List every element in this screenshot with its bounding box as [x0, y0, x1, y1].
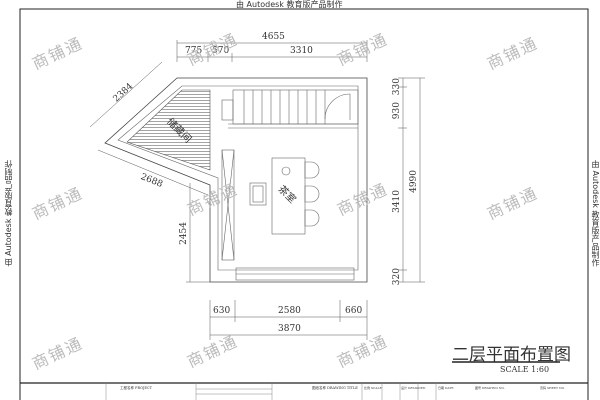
dim-bottom-b: 2580 — [278, 306, 301, 316]
tea-furniture — [221, 149, 355, 281]
tb-scale: 比例 SCALE — [364, 386, 382, 390]
dim-right-total: 4990 — [409, 170, 419, 193]
dim-bottom-a: 630 — [213, 306, 231, 316]
dim-top-a: 775 — [185, 46, 203, 56]
dimension-lines — [89, 40, 425, 340]
dim-right-d: 320 — [392, 268, 402, 286]
tb-designed: 设计 DESIGNED — [401, 386, 426, 390]
dim-right-a: 330 — [392, 78, 402, 96]
dim-right-c: 3410 — [392, 190, 402, 213]
tb-date: 日期 DATE — [438, 386, 454, 390]
inner-wall — [117, 85, 359, 271]
cabinet — [221, 149, 235, 261]
dim-top-total: 4655 — [262, 32, 285, 42]
titleblock-grid — [105, 383, 437, 400]
dim-bottom-c: 660 — [345, 306, 363, 316]
drawing-title: 二层平面布置图 — [452, 345, 571, 365]
dim-top-c: 3310 — [290, 46, 313, 56]
dim-bottom-total: 3870 — [278, 324, 301, 334]
tb-drawing-no: 图号 DRAWING NO. — [475, 386, 505, 390]
tb-project: 工程名称 PROJECT — [120, 386, 152, 390]
autodesk-banner-left: 由 Autodesk 教育版产品制作 — [4, 160, 13, 267]
sheet-border — [19, 8, 589, 400]
storage-hatch — [126, 89, 211, 171]
autodesk-banner-top: 由 Autodesk 教育版产品制作 — [236, 0, 343, 9]
autodesk-banner-right: 由 Autodesk 教育版产品制作 — [591, 160, 600, 267]
tb-sheet: 页码 SHEET NO. — [540, 386, 565, 390]
drawing-scale: SCALE 1:60 — [500, 365, 550, 374]
tb-drawing: 图纸名称 DRAWING TITLE — [312, 386, 358, 390]
staircase — [221, 89, 359, 129]
dim-top-b: 570 — [212, 46, 230, 56]
dim-left-vertical: 2454 — [179, 222, 189, 245]
dim-right-b: 930 — [392, 102, 402, 120]
